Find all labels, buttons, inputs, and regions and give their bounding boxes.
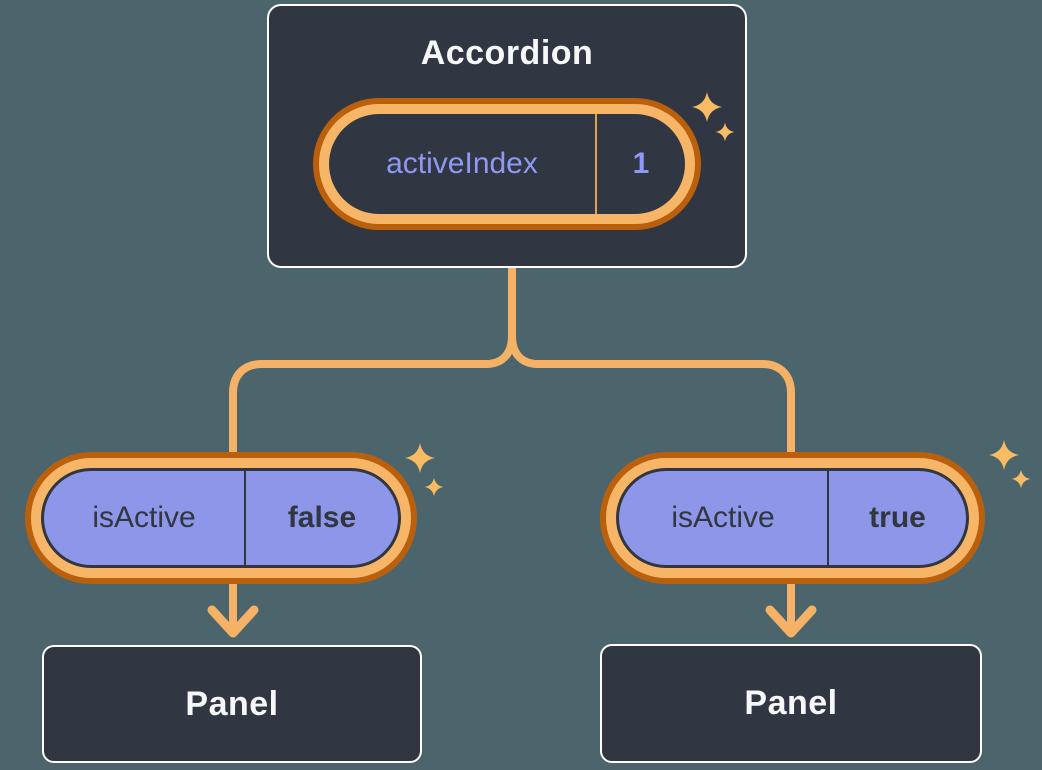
- sparkle-icon: [715, 122, 735, 142]
- sparkle-icon: [424, 477, 444, 497]
- prop-pill-key: isActive: [92, 501, 196, 534]
- prop-pill-value-section: true: [829, 471, 966, 565]
- arrow-left-head: [207, 605, 259, 638]
- state-pill-key-section: activeIndex: [329, 114, 595, 214]
- prop-pill-ring: isActive false: [31, 458, 411, 578]
- prop-pill-body: isActive true: [616, 468, 969, 568]
- panel-label: Panel: [744, 684, 838, 722]
- state-pill-value-section: 1: [597, 114, 685, 214]
- branch-left-connector: [229, 266, 516, 454]
- prop-pill-divider: [827, 471, 829, 565]
- prop-pill-value: true: [869, 501, 926, 534]
- panel-node-left: Panel: [42, 645, 422, 763]
- panel-label: Panel: [185, 684, 279, 723]
- panel-node-right: Panel: [600, 644, 982, 763]
- prop-pill-key-section: isActive: [619, 471, 827, 565]
- sparkle-icon: [692, 92, 722, 122]
- prop-pill-key: isActive: [671, 501, 775, 534]
- prop-pill-isactive-right: isActive true: [600, 452, 985, 584]
- prop-pill-key-section: isActive: [44, 471, 244, 565]
- arrow-right-head: [765, 605, 817, 638]
- prop-pill-body: isActive false: [41, 468, 401, 568]
- state-pill-divider: [595, 114, 597, 214]
- state-pill-activeindex: activeIndex 1: [313, 98, 701, 230]
- sparkle-icon: [1011, 469, 1031, 489]
- prop-pill-value: false: [287, 501, 357, 534]
- sparkle-icon: [405, 443, 435, 473]
- prop-pill-isactive-left: isActive false: [25, 452, 417, 584]
- accordion-title: Accordion: [420, 34, 594, 72]
- sparkle-icon: [989, 440, 1019, 470]
- prop-pill-value-section: false: [246, 471, 398, 565]
- prop-pill-ring: isActive true: [606, 458, 979, 578]
- branch-right-connector: [508, 266, 795, 454]
- prop-pill-divider: [244, 471, 246, 565]
- state-pill-body: activeIndex 1: [329, 114, 685, 214]
- state-pill-key: activeIndex: [386, 147, 538, 180]
- state-pill-value: 1: [632, 147, 650, 180]
- state-pill-ring: activeIndex 1: [319, 104, 695, 224]
